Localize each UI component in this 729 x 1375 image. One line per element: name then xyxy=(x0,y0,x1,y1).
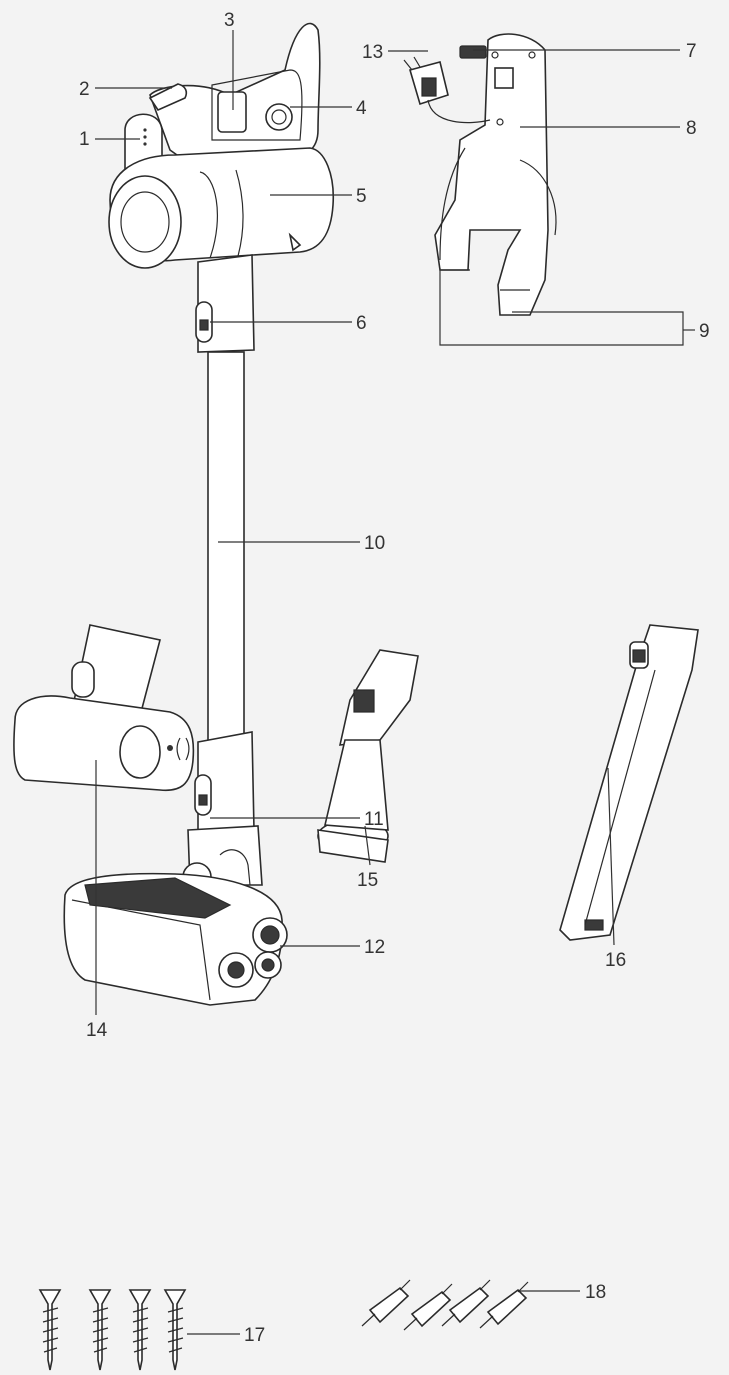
floor-head xyxy=(63,825,288,1006)
wand-release-upper xyxy=(195,254,255,353)
vacuum-handle xyxy=(149,22,321,177)
callout-15: 15 xyxy=(357,870,378,891)
callout-14: 14 xyxy=(86,1020,108,1041)
wall-mount xyxy=(434,33,557,316)
wand-release-lower xyxy=(194,731,255,833)
callout-16: 16 xyxy=(605,950,626,971)
callout-6: 6 xyxy=(356,313,367,334)
power-button xyxy=(148,83,188,112)
callout-17: 17 xyxy=(244,1325,265,1346)
callout-9: 9 xyxy=(699,321,710,342)
charger-adapter xyxy=(403,56,491,124)
callout-7: 7 xyxy=(686,41,697,62)
callout-5: 5 xyxy=(356,186,367,207)
dusting-brush xyxy=(317,649,419,863)
mini-motorized-tool xyxy=(13,624,195,792)
callout-1: 1 xyxy=(79,129,90,150)
screws xyxy=(38,1289,187,1371)
callout-10: 10 xyxy=(364,533,385,554)
callout-labels: 1 2 3 4 5 6 7 8 9 10 11 12 13 14 15 16 1… xyxy=(79,10,710,1346)
callout-4: 4 xyxy=(356,98,367,119)
wall-plugs xyxy=(361,1279,529,1331)
leader-lines xyxy=(95,30,695,1335)
callout-8: 8 xyxy=(686,118,697,139)
dust-bin xyxy=(108,147,335,269)
callout-11: 11 xyxy=(364,809,384,830)
callout-2: 2 xyxy=(79,79,90,100)
crevice-tool xyxy=(559,624,699,941)
callout-12: 12 xyxy=(364,937,385,958)
callout-18: 18 xyxy=(585,1282,606,1303)
callout-13: 13 xyxy=(362,42,383,63)
extension-tube xyxy=(207,351,245,743)
callout-3: 3 xyxy=(224,10,235,31)
